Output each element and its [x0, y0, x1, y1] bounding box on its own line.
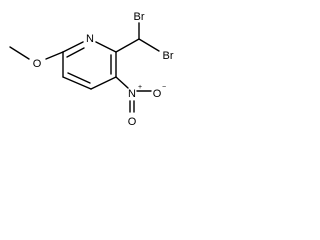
ring-nitrogen-label: N: [86, 33, 94, 45]
bond-ring-n1-c2: [95, 41, 117, 53]
bond-ring-c3-c4: [90, 76, 117, 90]
bond-ring-c6-n1: [62, 41, 84, 53]
nitro-nitrogen-label: N: [128, 88, 136, 100]
bond-dibromomethyl-right-bromine: [138, 38, 160, 52]
nitro-positive-charge: +: [138, 84, 142, 91]
atom-label-layer: O N Br Br N O O + −: [33, 11, 174, 128]
nitro-oxygen-right-label: O: [153, 88, 162, 100]
bond-ring-c4-c5-inner: [67, 72, 91, 84]
bromine-upper-label: Br: [134, 11, 145, 23]
nitro-negative-charge: −: [162, 84, 166, 91]
methoxy-oxygen-label: O: [33, 58, 42, 70]
nitro-oxygen-left-label: O: [128, 116, 137, 128]
bond-c3-nitro-nitrogen: [115, 76, 129, 89]
bond-ring-c4-c5: [62, 76, 92, 90]
chemical-structure-diagram: O N Br Br N O O + −: [9, 11, 174, 128]
bond-ring-c6-n1-inner: [66, 47, 85, 58]
bond-methyl-oxygen: [9, 46, 30, 60]
bond-c2-dibromomethyl: [115, 38, 140, 53]
bond-layer: [9, 22, 160, 113]
bromine-right-label: Br: [163, 50, 174, 62]
bond-oxygen-ring-c6: [45, 51, 64, 60]
